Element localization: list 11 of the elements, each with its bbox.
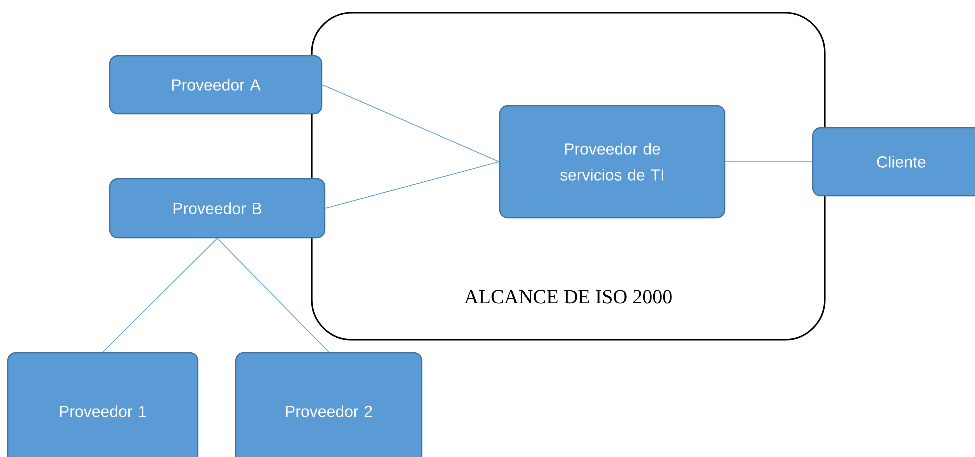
process-box: Cliente	[812, 127, 975, 197]
process-box: Proveedor B	[109, 178, 326, 239]
connector-line	[102, 238, 218, 353]
process-box: Proveedor 1	[7, 352, 199, 457]
process-box: Proveedor A	[109, 55, 323, 115]
scope-label: ALCANCE DE ISO 2000	[464, 290, 672, 304]
process-box: Proveedor de servicios de TI	[499, 105, 726, 219]
connector-line	[322, 84, 500, 162]
connector-line	[325, 162, 500, 209]
process-box: Proveedor 2	[235, 352, 423, 457]
connector-line	[217, 238, 330, 353]
